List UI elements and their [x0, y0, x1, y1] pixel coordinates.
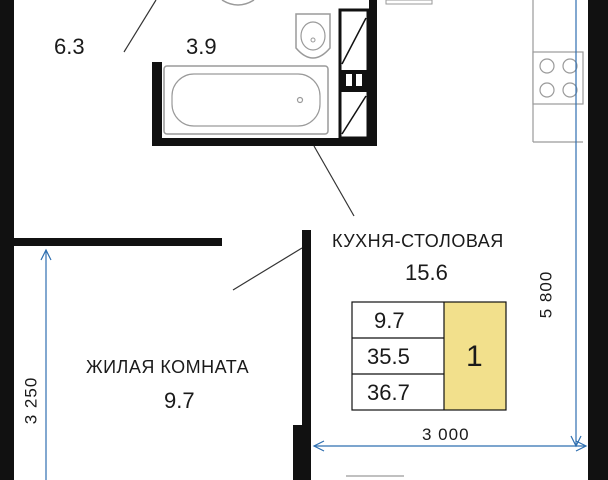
summary-total-area: 35.5 — [367, 344, 410, 369]
living-name: ЖИЛАЯ КОМНАТА — [86, 357, 250, 377]
shaft-hatch-1 — [341, 17, 367, 65]
wall-right — [588, 0, 608, 480]
leader-living — [232, 247, 303, 291]
leader-hall — [123, 0, 157, 53]
bathroom-area: 3.9 — [186, 34, 217, 59]
shaft-core-hole-1 — [346, 74, 352, 86]
burner-1 — [539, 58, 555, 74]
summary-highlight — [444, 302, 506, 410]
bathtub-inner — [171, 73, 321, 127]
wall-living-stub — [293, 425, 303, 480]
hall-area: 6.3 — [54, 34, 85, 59]
dim-kitchen-width-arrow-left — [312, 440, 325, 452]
burner-2 — [562, 58, 578, 74]
bathtub-drain — [296, 96, 304, 104]
living-area: 9.7 — [164, 388, 195, 413]
shaft-core — [341, 70, 367, 92]
toilet — [221, 0, 255, 6]
shaft-core-hole-2 — [356, 74, 362, 86]
dim-kitchen-width-arrow-right — [575, 440, 588, 452]
wall-living-top — [14, 238, 222, 246]
kitchen-name: КУХНЯ-СТОЛОВАЯ — [332, 231, 504, 251]
dim-kitchen-width: 3 000 — [420, 425, 472, 444]
wall-left — [0, 0, 14, 480]
dim-living-height-arrow — [40, 248, 52, 261]
rooms-count: 1 — [466, 340, 483, 373]
burner-3 — [539, 82, 555, 98]
wall-bath-right — [369, 0, 377, 146]
wall-bath-left — [152, 62, 162, 144]
dim-kitchen-height: 5 800 — [536, 268, 556, 321]
wall-bath-bottom — [152, 138, 374, 146]
sink-drain — [310, 37, 316, 43]
cabinet-top — [385, 0, 433, 5]
dim-living-height: 3 250 — [21, 374, 41, 427]
leader-kitchen — [313, 145, 355, 217]
shaft-hatch-2 — [341, 95, 367, 135]
burner-4 — [562, 82, 578, 98]
wall-living-kitchen — [302, 230, 311, 480]
summary-living-area: 9.7 — [374, 308, 405, 333]
summary-frame — [351, 301, 507, 411]
summary-total-area-balcony: 36.7 — [367, 380, 410, 405]
sink-bowl — [300, 21, 326, 51]
kitchen-area: 15.6 — [405, 260, 448, 285]
